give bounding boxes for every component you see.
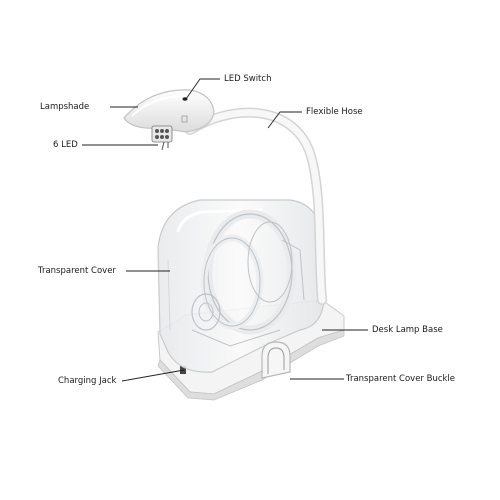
label-charging-jack: Charging Jack	[58, 376, 117, 386]
label-transparent-cover-buckle: Transparent Cover Buckle	[346, 374, 456, 384]
label-desk-lamp-base: Desk Lamp Base	[372, 325, 443, 335]
label-six-led: 6 LED	[53, 140, 78, 150]
label-transparent-cover: Transparent Cover	[38, 266, 116, 276]
flexible-hose	[185, 107, 327, 305]
leader-flexible-hose	[267, 111, 302, 129]
leader-led-switch	[185, 78, 220, 100]
label-led-switch: LED Switch	[224, 74, 272, 84]
label-flexible-hose: Flexible Hose	[306, 107, 363, 117]
leader-charging-jack	[121, 369, 185, 382]
leader-lines	[82, 78, 368, 382]
inner-coil	[191, 209, 305, 347]
lampshade	[123, 89, 215, 133]
transparent-cover-buckle	[261, 341, 291, 379]
label-lampshade: Lampshade	[40, 102, 90, 112]
six-led-cluster	[151, 125, 173, 151]
